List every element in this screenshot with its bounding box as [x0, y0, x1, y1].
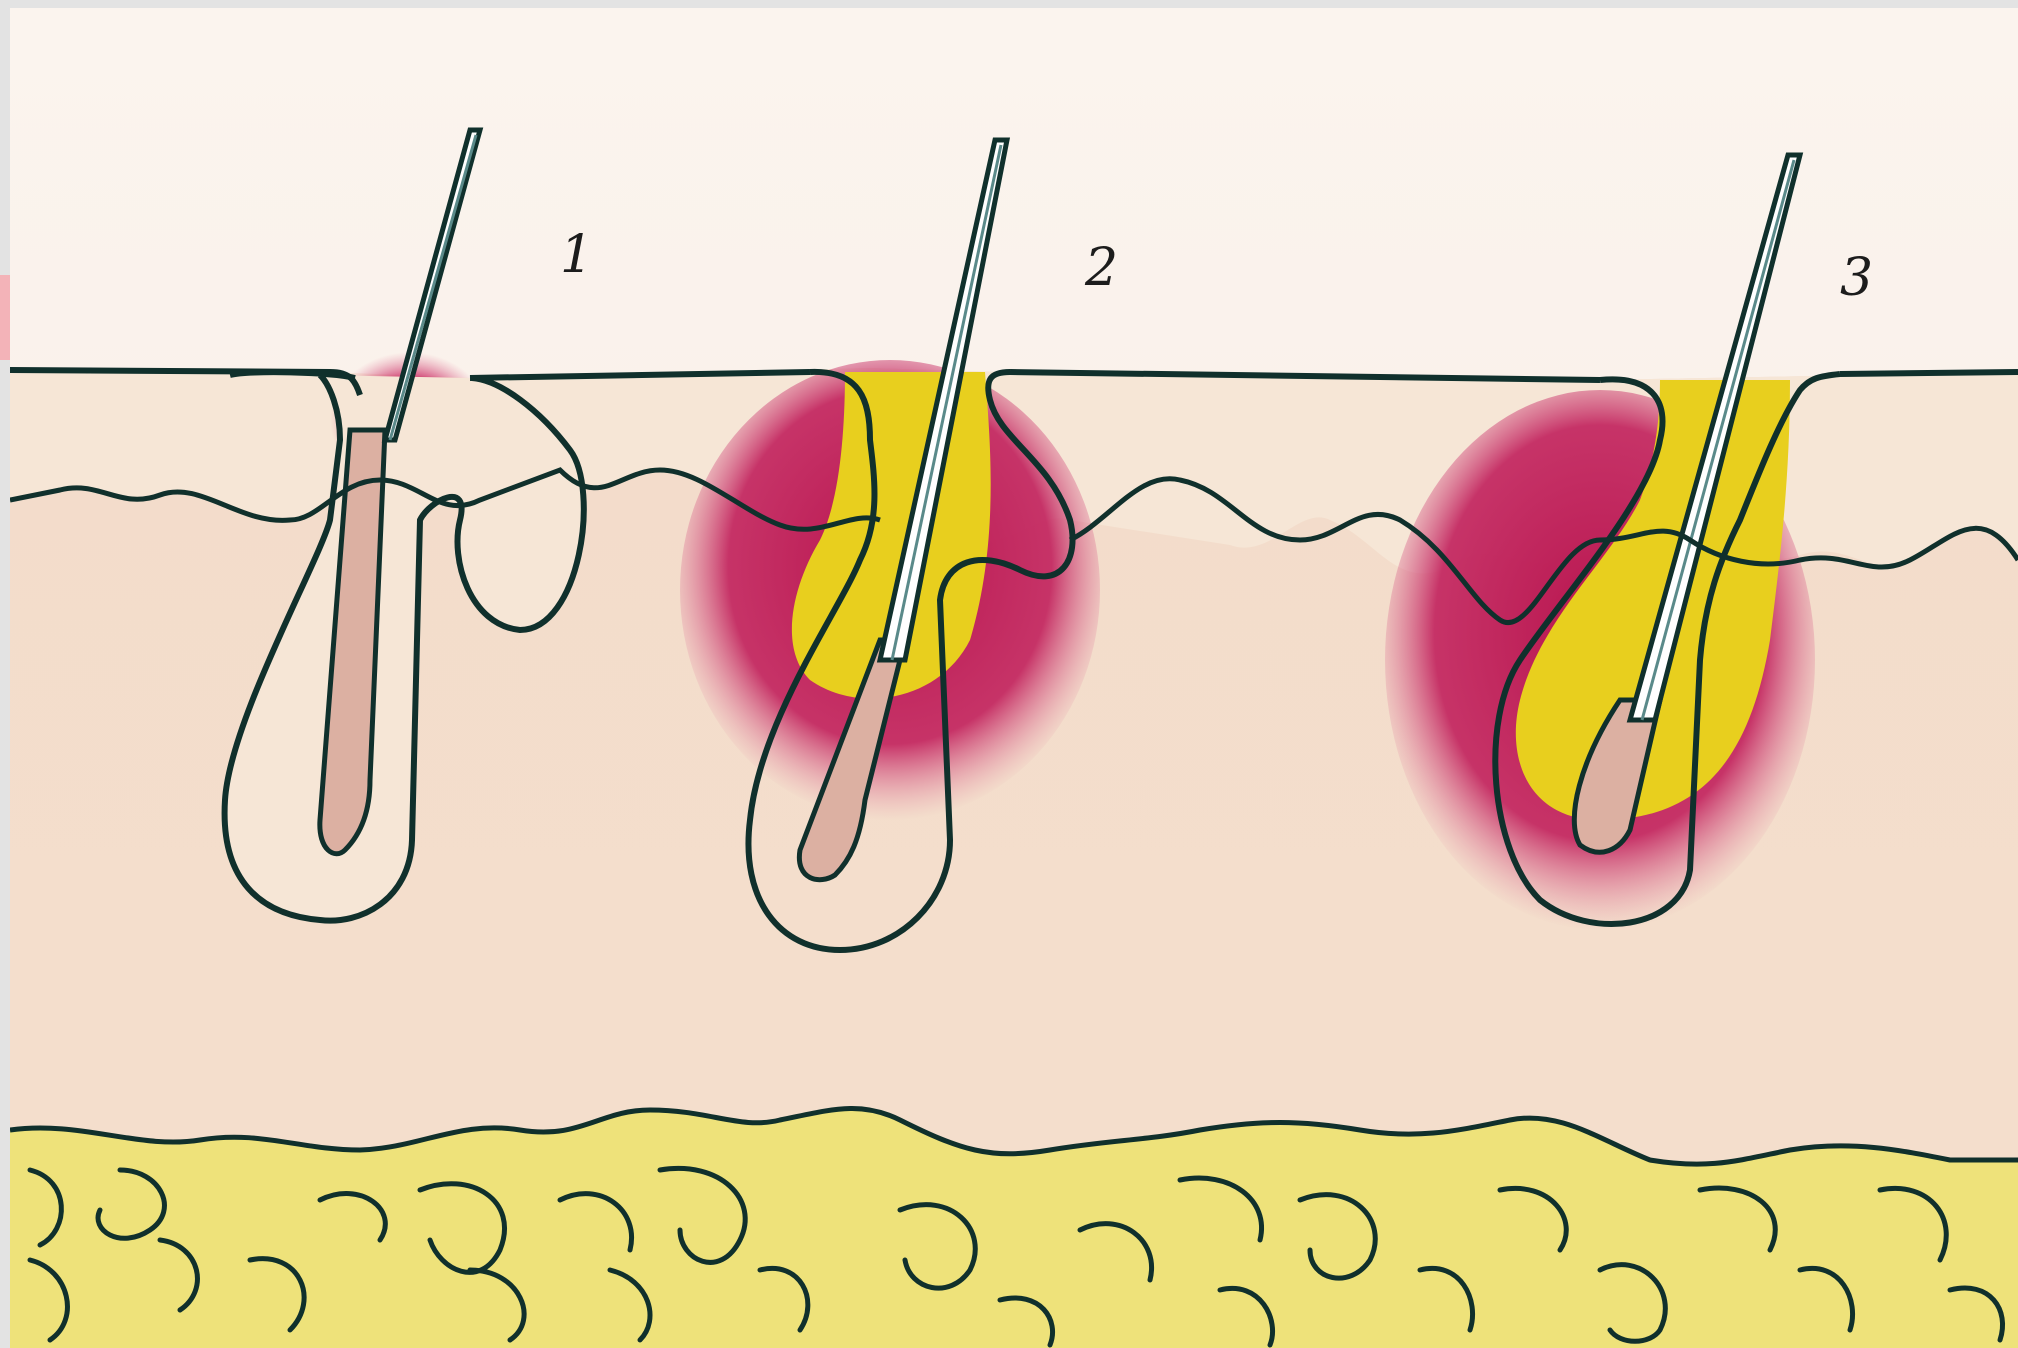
edge-mark — [0, 275, 10, 360]
stage-label-3: 3 — [1840, 248, 1873, 308]
stage-label-2: 2 — [1084, 238, 1118, 298]
stage-label-1: 1 — [560, 225, 593, 285]
